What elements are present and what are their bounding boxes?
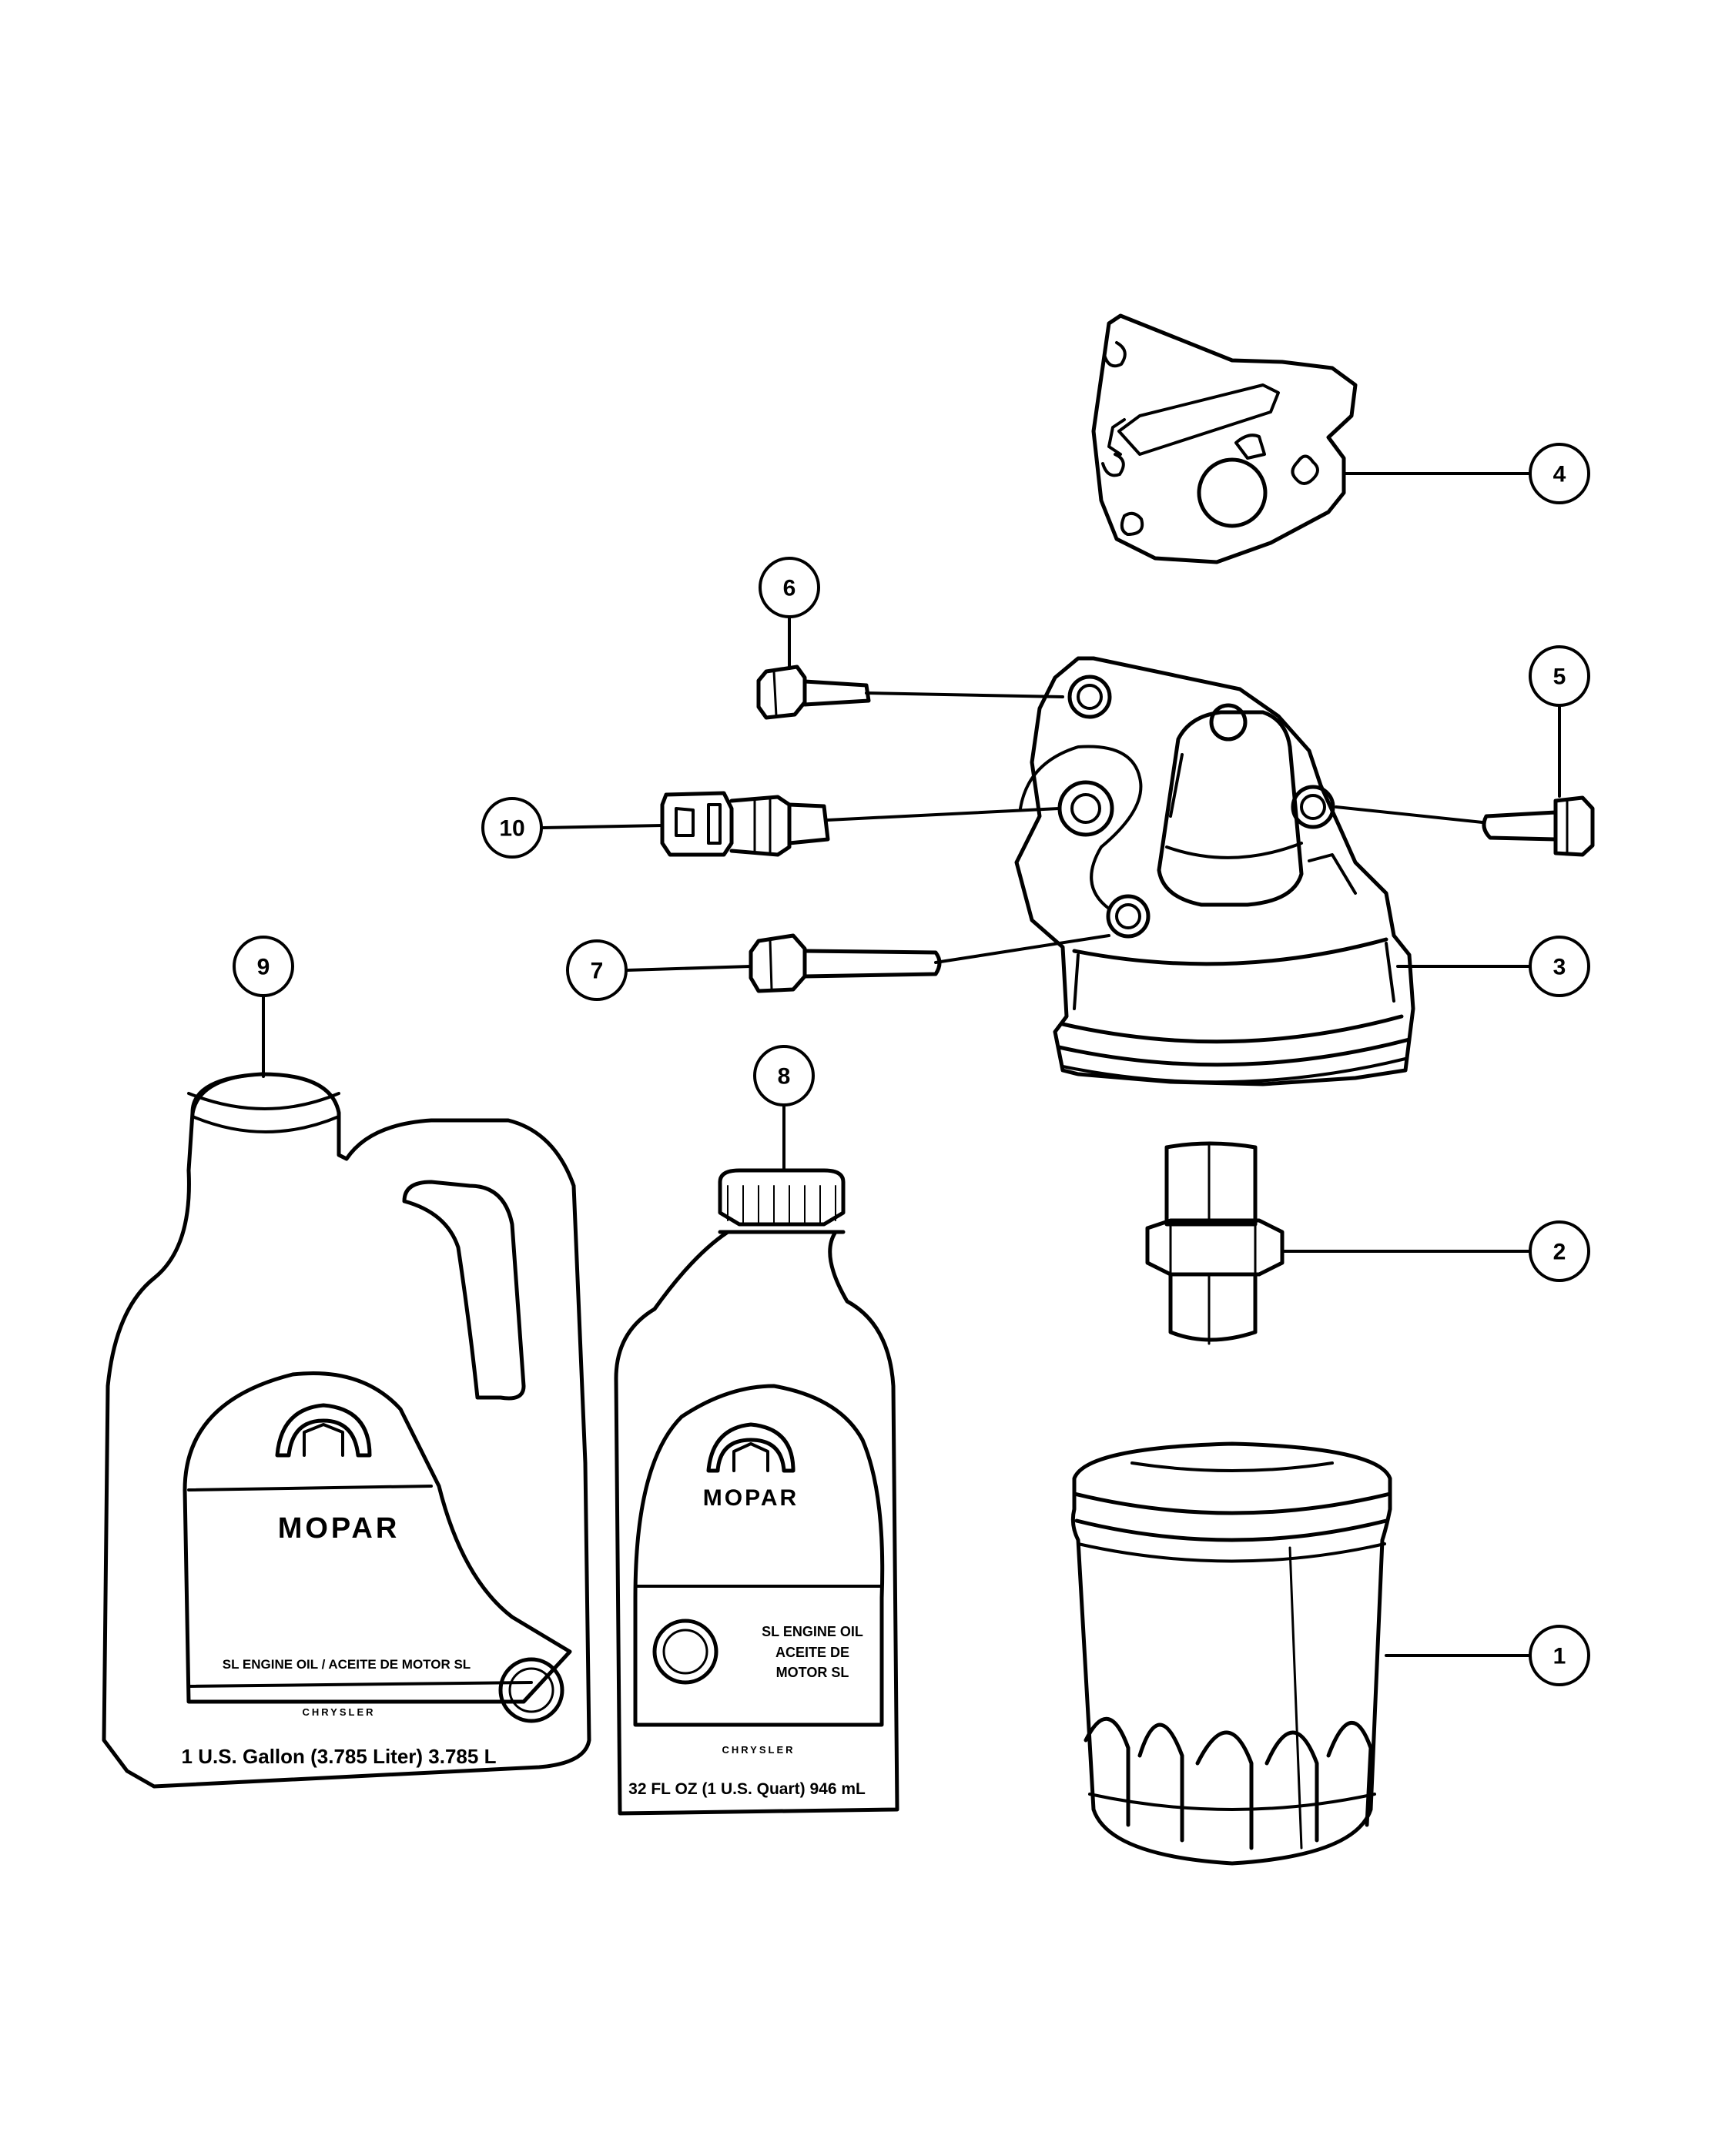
callout-circle-8 — [753, 1045, 815, 1106]
bottle-product-line3: MOTOR SL — [776, 1665, 849, 1680]
sensor-part-10 — [660, 791, 830, 857]
callout-number-3: 3 — [1553, 955, 1566, 980]
callout-number-10: 10 — [499, 816, 524, 842]
bolt-part-7 — [749, 933, 942, 993]
jug-sublogo-text: CHRYSLER — [302, 1706, 375, 1718]
bottle-size-text: 32 FL OZ (1 U.S. Quart) 946 mL — [628, 1780, 866, 1798]
bottle-sublogo-text: CHRYSLER — [722, 1744, 795, 1756]
callout-circle-3 — [1529, 936, 1590, 997]
callout-number-6: 6 — [783, 576, 796, 601]
fitting-part-2 — [1145, 1141, 1285, 1345]
bottle-product-line1: SL ENGINE OIL — [762, 1624, 863, 1639]
jug-product-text: SL ENGINE OIL / ACEITE DE MOTOR SL — [223, 1657, 471, 1672]
gallon-jug-part-9 — [102, 1072, 591, 1789]
callout-number-8: 8 — [778, 1064, 791, 1090]
callout-circle-6 — [759, 557, 820, 618]
jug-size-text: 1 U.S. Gallon (3.785 Liter) 3.785 L — [182, 1745, 497, 1768]
callout-number-4: 4 — [1553, 462, 1566, 487]
bolt-part-6 — [756, 665, 871, 720]
callout-number-1: 1 — [1553, 1644, 1566, 1669]
callout-number-9: 9 — [257, 955, 270, 980]
bolt-part-5 — [1482, 795, 1595, 857]
callout-circle-1 — [1529, 1625, 1590, 1686]
callout-number-2: 2 — [1553, 1240, 1566, 1265]
callout-circle-9 — [233, 936, 294, 997]
callout-circles — [233, 443, 1590, 1686]
callout-circle-2 — [1529, 1220, 1590, 1282]
callout-circle-5 — [1529, 645, 1590, 707]
callout-number-7: 7 — [591, 959, 604, 984]
gasket-part-4 — [1091, 313, 1358, 564]
bottle-brand-text: MOPAR — [703, 1485, 799, 1511]
jug-brand-text: MOPAR — [278, 1512, 400, 1545]
callout-number-5: 5 — [1553, 665, 1566, 690]
quart-bottle-part-8 — [614, 1168, 899, 1816]
filter-adapter-part-3 — [1014, 656, 1415, 1086]
callout-circle-10 — [481, 797, 543, 859]
oil-filter-part-1 — [1070, 1441, 1392, 1866]
bottle-product-line2: ACEITE DE — [775, 1645, 849, 1660]
leader-lines — [262, 472, 1561, 1657]
callout-circle-7 — [566, 939, 628, 1001]
callout-circle-4 — [1529, 443, 1590, 504]
